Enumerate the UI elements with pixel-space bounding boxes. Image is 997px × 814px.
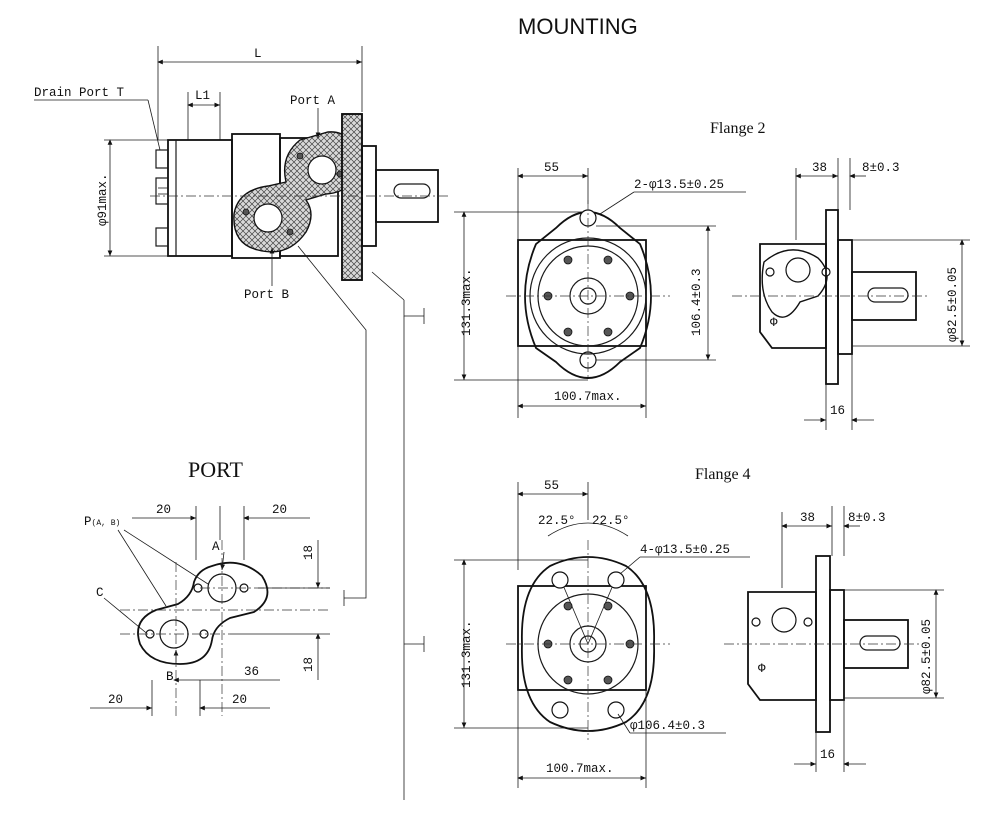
length-label: L: [254, 47, 262, 61]
f4s-dim-16: 16: [820, 748, 835, 762]
f4s-phi-mark: Φ: [758, 662, 766, 676]
length1-label: L1: [195, 89, 210, 103]
f2s-dim-16: 16: [830, 404, 845, 418]
f2s-dim-8: 8±0.3: [862, 161, 900, 175]
f4-width: 100.7max.: [546, 762, 614, 776]
f2s-dim-38: 38: [812, 161, 827, 175]
port-b-label: Port B: [244, 288, 290, 302]
f2-holes-label: 2-φ13.5±0.25: [634, 178, 724, 192]
flange2-title: Flange 2: [710, 120, 766, 137]
port-a-mark: A: [212, 540, 220, 554]
port-c-label: C: [96, 586, 104, 600]
f2-width: 100.7max.: [554, 390, 622, 404]
port-dim-18-bot: 18: [302, 657, 316, 672]
port-p-label: P(A, B): [84, 515, 120, 529]
f2-height: 131.3max.: [460, 268, 474, 336]
f4-bolt-circle: φ106.4±0.3: [630, 719, 705, 733]
f4-dim-55: 55: [544, 479, 559, 493]
f4-angle-left: 22.5°: [538, 514, 576, 528]
f2s-phi-mark: Φ: [770, 316, 778, 330]
f4-holes-label: 4-φ13.5±0.25: [640, 543, 730, 557]
port-b-mark: B: [166, 670, 174, 684]
port-dim-36: 36: [244, 665, 259, 679]
f4s-dim-38: 38: [800, 511, 815, 525]
f4-height: 131.3max.: [460, 620, 474, 688]
port-a-label: Port A: [290, 94, 336, 108]
drain-port-label: Drain Port T: [34, 86, 125, 100]
f4s-dim-8: 8±0.3: [848, 511, 886, 525]
f2-dim-55: 55: [544, 161, 559, 175]
f2-bolt-circle: 106.4±0.3: [690, 268, 704, 336]
flange4-side-view: 38 8±0.3 Φ φ82.5±0.05 16: [724, 506, 944, 772]
port-view: 20 20 P(A, B) C A B 18: [84, 503, 330, 716]
port-p-sub: (A, B): [92, 519, 121, 528]
port-dim-20-bl: 20: [108, 693, 123, 707]
flange4-front-view: 55 22.5° 22.5° 4-φ13.5±0.25 131.3max.: [454, 479, 750, 788]
port-dim-20-tl: 20: [156, 503, 171, 517]
port-title: PORT: [188, 457, 243, 482]
f4s-pilot: φ82.5±0.05: [920, 619, 934, 694]
port-dim-18-top: 18: [302, 545, 316, 560]
port-dim-20-br: 20: [232, 693, 247, 707]
port-dim-20-tr: 20: [272, 503, 287, 517]
mounting-title: MOUNTING: [518, 14, 638, 39]
flange2-front-view: 55 2-φ13.5±0.25 131.3max. 106.4±0.3: [454, 161, 746, 418]
flange4-title: Flange 4: [695, 466, 751, 483]
diameter-label: φ91max.: [96, 173, 110, 226]
motor-side-view: L L1 Drain Port T φ91max.: [34, 46, 448, 800]
f4-angle-right: 22.5°: [592, 514, 630, 528]
f2s-pilot: φ82.5±0.05: [946, 267, 960, 342]
flange2-side-view: 38 8±0.3 Φ φ82.5±0.05 16: [732, 158, 970, 430]
